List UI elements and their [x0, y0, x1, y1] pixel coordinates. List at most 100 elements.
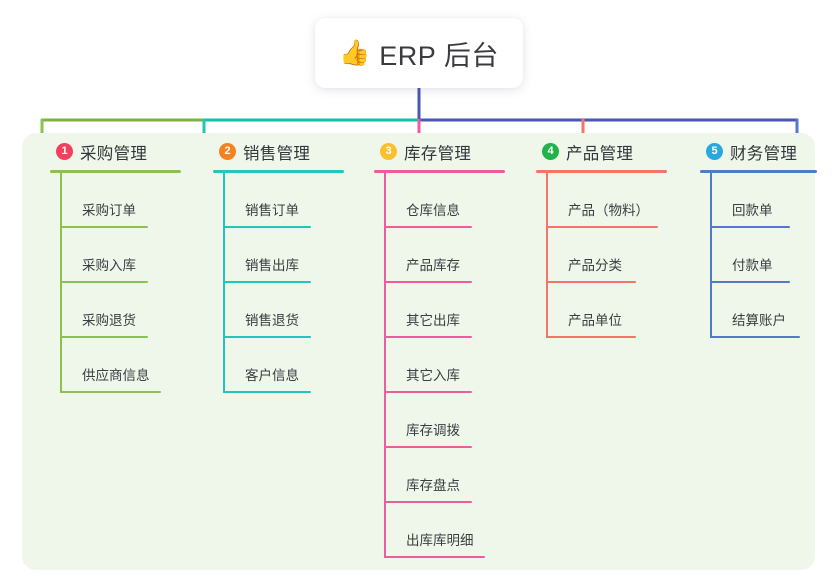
leaf-item-label: 库存盘点 — [406, 478, 460, 493]
leaf-item[interactable]: 产品分类 — [546, 228, 689, 283]
leaf-item[interactable]: 采购退货 — [60, 283, 203, 338]
branch-number-badge: 3 — [380, 143, 397, 160]
branch-number-badge: 1 — [56, 143, 73, 160]
leaf-item[interactable]: 付款单 — [710, 228, 839, 283]
leaf-item-label: 供应商信息 — [82, 368, 150, 383]
leaf-item-rule — [60, 336, 148, 338]
leaf-item-label: 销售出库 — [245, 258, 299, 273]
leaf-item-label: 付款单 — [732, 258, 773, 273]
leaf-item[interactable]: 其它入库 — [384, 338, 527, 393]
leaf-item-rule — [60, 281, 148, 283]
branch-spine — [710, 173, 712, 338]
leaf-item[interactable]: 回款单 — [710, 173, 839, 228]
leaf-item-label: 其它入库 — [406, 368, 460, 383]
branch-item-list: 采购订单采购入库采购退货供应商信息 — [60, 173, 203, 393]
branch-header[interactable]: 4 产品管理 — [526, 133, 689, 170]
leaf-item-label: 采购入库 — [82, 258, 136, 273]
leaf-item[interactable]: 其它出库 — [384, 283, 527, 338]
leaf-item-label: 仓库信息 — [406, 203, 460, 218]
branch-title: 销售管理 — [243, 144, 311, 163]
leaf-item[interactable]: 库存调拨 — [384, 393, 527, 448]
leaf-item-label: 销售订单 — [245, 203, 299, 218]
root-node-title: ERP 后台 — [379, 40, 499, 71]
leaf-item-rule — [384, 391, 472, 393]
leaf-item-rule — [60, 226, 148, 228]
branch-columns: 1 采购管理采购订单采购入库采购退货供应商信息 2 销售管理销售订单销售出库销售退货客… — [0, 133, 839, 570]
branch-column: 1 采购管理采购订单采购入库采购退货供应商信息 — [40, 133, 203, 393]
leaf-item[interactable]: 采购入库 — [60, 228, 203, 283]
branch-header[interactable]: 3 库存管理 — [364, 133, 527, 170]
branch-title: 产品管理 — [566, 144, 634, 163]
leaf-item-label: 其它出库 — [406, 313, 460, 328]
branch-header-rule — [50, 170, 181, 173]
branch-item-list: 销售订单销售出库销售退货客户信息 — [223, 173, 366, 393]
branch-number-badge: 4 — [542, 143, 559, 160]
branch-header-rule — [213, 170, 344, 173]
branch-column: 3 库存管理仓库信息产品库存其它出库其它入库库存调拨库存盘点出库库明细 — [364, 133, 527, 558]
branch-spine — [60, 173, 62, 393]
leaf-item[interactable]: 产品（物料） — [546, 173, 689, 228]
leaf-item-rule — [710, 281, 790, 283]
leaf-item[interactable]: 采购订单 — [60, 173, 203, 228]
leaf-item-label: 采购退货 — [82, 313, 136, 328]
leaf-item-rule — [384, 336, 472, 338]
leaf-item[interactable]: 产品单位 — [546, 283, 689, 338]
leaf-item[interactable]: 销售订单 — [223, 173, 366, 228]
branch-header-rule — [700, 170, 817, 173]
leaf-item-rule — [546, 281, 636, 283]
leaf-item-rule — [546, 226, 658, 228]
branch-header-rule — [374, 170, 505, 173]
leaf-item-rule — [60, 391, 161, 393]
branch-number-badge: 2 — [219, 143, 236, 160]
leaf-item[interactable]: 客户信息 — [223, 338, 366, 393]
leaf-item-rule — [384, 556, 485, 558]
branch-number-badge: 5 — [706, 143, 723, 160]
leaf-item[interactable]: 销售退货 — [223, 283, 366, 338]
branch-spine — [223, 173, 225, 393]
branch-item-list: 回款单付款单结算账户 — [710, 173, 839, 338]
leaf-item-label: 产品（物料） — [568, 203, 649, 218]
leaf-item-label: 客户信息 — [245, 368, 299, 383]
leaf-item-label: 出库库明细 — [406, 533, 474, 548]
leaf-item-rule — [384, 446, 472, 448]
root-node[interactable]: 👍 ERP 后台 — [315, 18, 523, 88]
leaf-item-label: 产品库存 — [406, 258, 460, 273]
branch-header[interactable]: 2 销售管理 — [203, 133, 366, 170]
leaf-item-rule — [710, 336, 800, 338]
leaf-item[interactable]: 产品库存 — [384, 228, 527, 283]
leaf-item[interactable]: 结算账户 — [710, 283, 839, 338]
leaf-item-label: 产品单位 — [568, 313, 622, 328]
leaf-item[interactable]: 库存盘点 — [384, 448, 527, 503]
branch-item-list: 产品（物料） 产品分类产品单位 — [546, 173, 689, 338]
leaf-item-rule — [384, 501, 472, 503]
leaf-item-label: 采购订单 — [82, 203, 136, 218]
branch-spine — [384, 173, 386, 558]
branch-spine — [546, 173, 548, 338]
branch-header[interactable]: 1 采购管理 — [40, 133, 203, 170]
leaf-item-rule — [546, 336, 636, 338]
leaf-item-rule — [710, 226, 790, 228]
leaf-item-rule — [223, 336, 311, 338]
leaf-item-label: 结算账户 — [732, 313, 786, 328]
branch-column: 2 销售管理销售订单销售出库销售退货客户信息 — [203, 133, 366, 393]
branch-title: 库存管理 — [404, 144, 472, 163]
thumbs-up-icon: 👍 — [339, 38, 371, 67]
branch-title: 采购管理 — [80, 144, 148, 163]
leaf-item[interactable]: 供应商信息 — [60, 338, 203, 393]
leaf-item-rule — [223, 391, 311, 393]
leaf-item-label: 销售退货 — [245, 313, 299, 328]
leaf-item-label: 产品分类 — [568, 258, 622, 273]
branch-column: 4 产品管理产品（物料） 产品分类产品单位 — [526, 133, 689, 338]
leaf-item-label: 回款单 — [732, 203, 773, 218]
leaf-item[interactable]: 出库库明细 — [384, 503, 527, 558]
branch-item-list: 仓库信息产品库存其它出库其它入库库存调拨库存盘点出库库明细 — [384, 173, 527, 558]
leaf-item-rule — [223, 226, 311, 228]
leaf-item[interactable]: 销售出库 — [223, 228, 366, 283]
branch-header-rule — [536, 170, 667, 173]
leaf-item-rule — [384, 226, 472, 228]
leaf-item-rule — [384, 281, 472, 283]
leaf-item[interactable]: 仓库信息 — [384, 173, 527, 228]
